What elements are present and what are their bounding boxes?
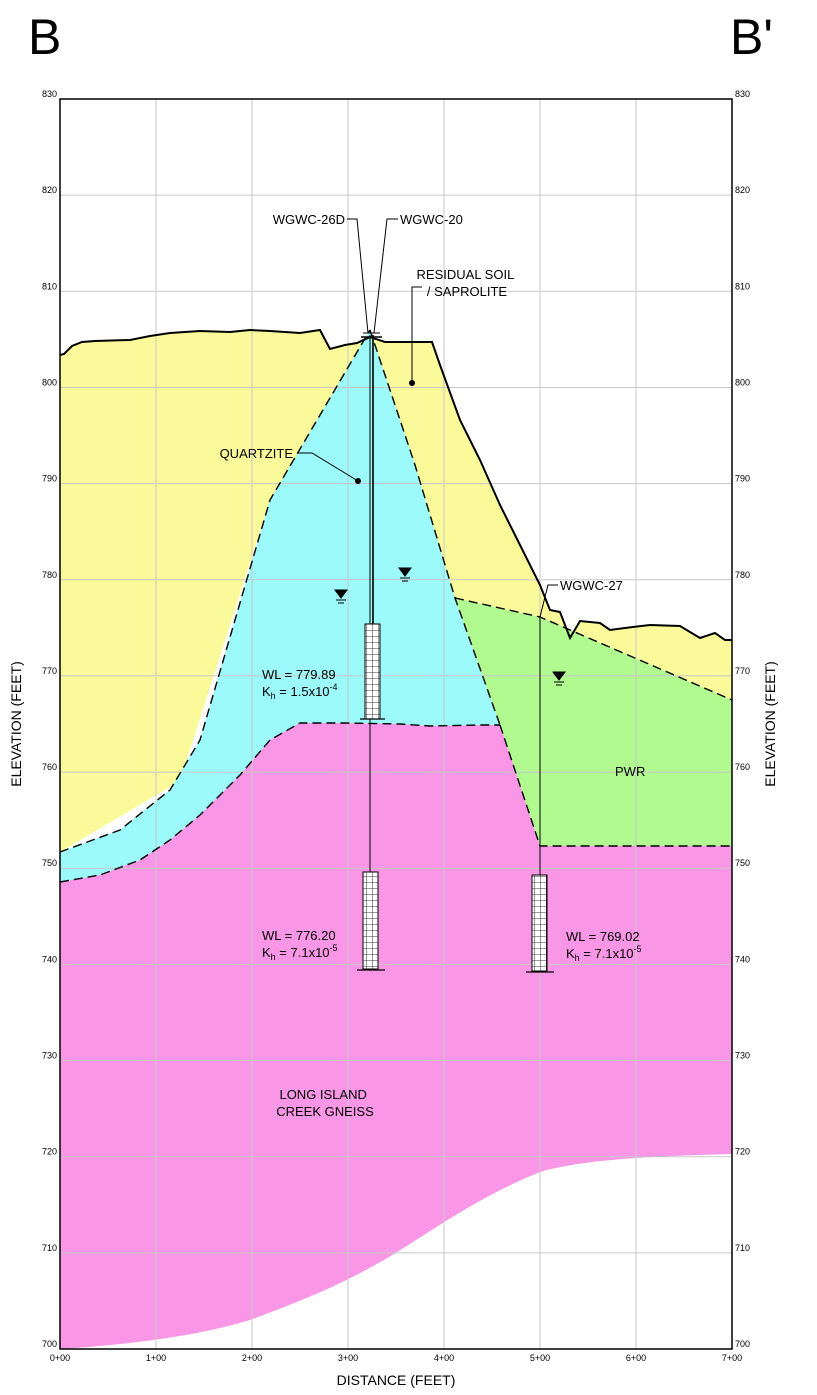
y-tick-label-left: 740 [42,954,57,964]
residual-soil-point [409,380,415,386]
gneiss-top-contact [59,722,500,883]
well-annotation-20: WL = 779.89 Kh = 1.5x10-4 [262,667,338,701]
y-tick-label-left: 710 [42,1243,57,1253]
y-tick-label-right: 700 [735,1339,750,1349]
axis-ticks: 0+00 1+00 2+00 3+00 4+00 5+00 6+00 7+00 700 700 71… [42,89,750,1363]
leader-residual-soil [411,286,422,383]
y-tick-label-left: 780 [42,570,57,580]
gneiss-layer [60,723,732,1349]
well-screen-26d [362,871,379,970]
x-tick-label: 4+00 [434,1353,454,1363]
section-start-label: B [28,9,62,65]
y-tick-label-right: 820 [735,185,750,195]
unit-label-residual-soil: RESIDUAL SOIL / SAPROLITE [417,267,518,299]
well-screen-20 [364,623,381,720]
y-tick-label-right: 720 [735,1147,750,1157]
y-tick-label-right: 790 [735,474,750,484]
x-tick-label: 7+00 [722,1353,742,1363]
y-axis-title-right: ELEVATION (FEET) [762,661,778,787]
x-tick-label: 0+00 [50,1353,70,1363]
well-label-wgwc-20: WGWC-20 [400,212,463,227]
plot-frame [59,98,733,1350]
y-tick-label-right: 800 [735,377,750,387]
y-tick-label-right: 780 [735,570,750,580]
quartzite-left-contact [59,329,371,853]
water-level-symbol-27 [552,671,566,686]
y-tick-label-left: 760 [42,762,57,772]
x-tick-label: 5+00 [530,1353,550,1363]
leader-wgwc-20 [373,218,398,334]
quartzite-right-contact [369,329,501,726]
y-tick-label-right: 710 [735,1243,750,1253]
quartzite-point [355,478,361,484]
leader-wgwc-26d [347,218,369,334]
kh-label-20: Kh = 1.5x10-4 [262,682,338,701]
leader-quartzite [298,452,359,482]
wl-label-27: WL = 769.02 [566,929,640,944]
unit-label-gneiss-line2: CREEK GNEISS [276,1104,374,1119]
y-tick-label-left: 820 [42,185,57,195]
y-tick-label-right: 810 [735,281,750,291]
section-end-label: B' [730,9,773,65]
wl-label-20: WL = 779.89 [262,667,336,682]
well-screen-27 [531,874,548,972]
x-axis-title: DISTANCE (FEET) [337,1372,456,1388]
unit-label-residual-soil-line2: / SAPROLITE [427,284,508,299]
kh-label-27: Kh = 7.1x10-5 [566,944,642,963]
pwr-layer [455,598,732,846]
y-axis-title-left: ELEVATION (FEET) [8,661,24,787]
x-tick-label: 2+00 [242,1353,262,1363]
y-tick-label-left: 770 [42,666,57,676]
unit-label-residual-soil-line1: RESIDUAL SOIL [417,267,515,282]
y-tick-label-left: 830 [42,89,57,99]
y-tick-label-left: 810 [42,281,57,291]
kh-label-26d: Kh = 7.1x10-5 [262,943,338,962]
y-tick-label-right: 730 [735,1051,750,1061]
y-tick-label-left: 720 [42,1147,57,1157]
y-tick-label-left: 730 [42,1051,57,1061]
y-tick-label-right: 770 [735,666,750,676]
unit-label-gneiss: LONG ISLAND CREEK GNEISS [276,1087,374,1119]
y-tick-label-right: 760 [735,762,750,772]
grid-lines [60,99,732,1349]
water-level-symbol-20 [334,589,348,604]
quartzite-layer [60,330,500,882]
y-tick-label-left: 800 [42,377,57,387]
y-tick-label-right: 740 [735,954,750,964]
x-tick-label: 3+00 [338,1353,358,1363]
leader-wgwc-27 [539,584,558,618]
y-tick-label-right: 750 [735,858,750,868]
y-tick-label-left: 750 [42,858,57,868]
wl-label-26d: WL = 776.20 [262,928,336,943]
unit-label-quartzite: QUARTZITE [220,446,294,461]
y-tick-label-right: 830 [735,89,750,99]
well-label-wgwc-26d: WGWC-26D [273,212,345,227]
well-label-wgwc-27: WGWC-27 [560,578,623,593]
unit-label-pwr: PWR [615,764,645,779]
x-tick-label: 6+00 [626,1353,646,1363]
ground-surface-line [59,328,732,641]
well-annotation-27: WL = 769.02 Kh = 7.1x10-5 [566,929,642,963]
residual-soil-layer [60,330,732,852]
y-tick-label-left: 700 [42,1339,57,1349]
water-level-symbol-26d [398,567,412,582]
unit-label-gneiss-line1: LONG ISLAND [279,1087,366,1102]
y-tick-label-left: 790 [42,474,57,484]
x-tick-label: 1+00 [146,1353,166,1363]
well-annotation-26d: WL = 776.20 Kh = 7.1x10-5 [262,928,338,962]
